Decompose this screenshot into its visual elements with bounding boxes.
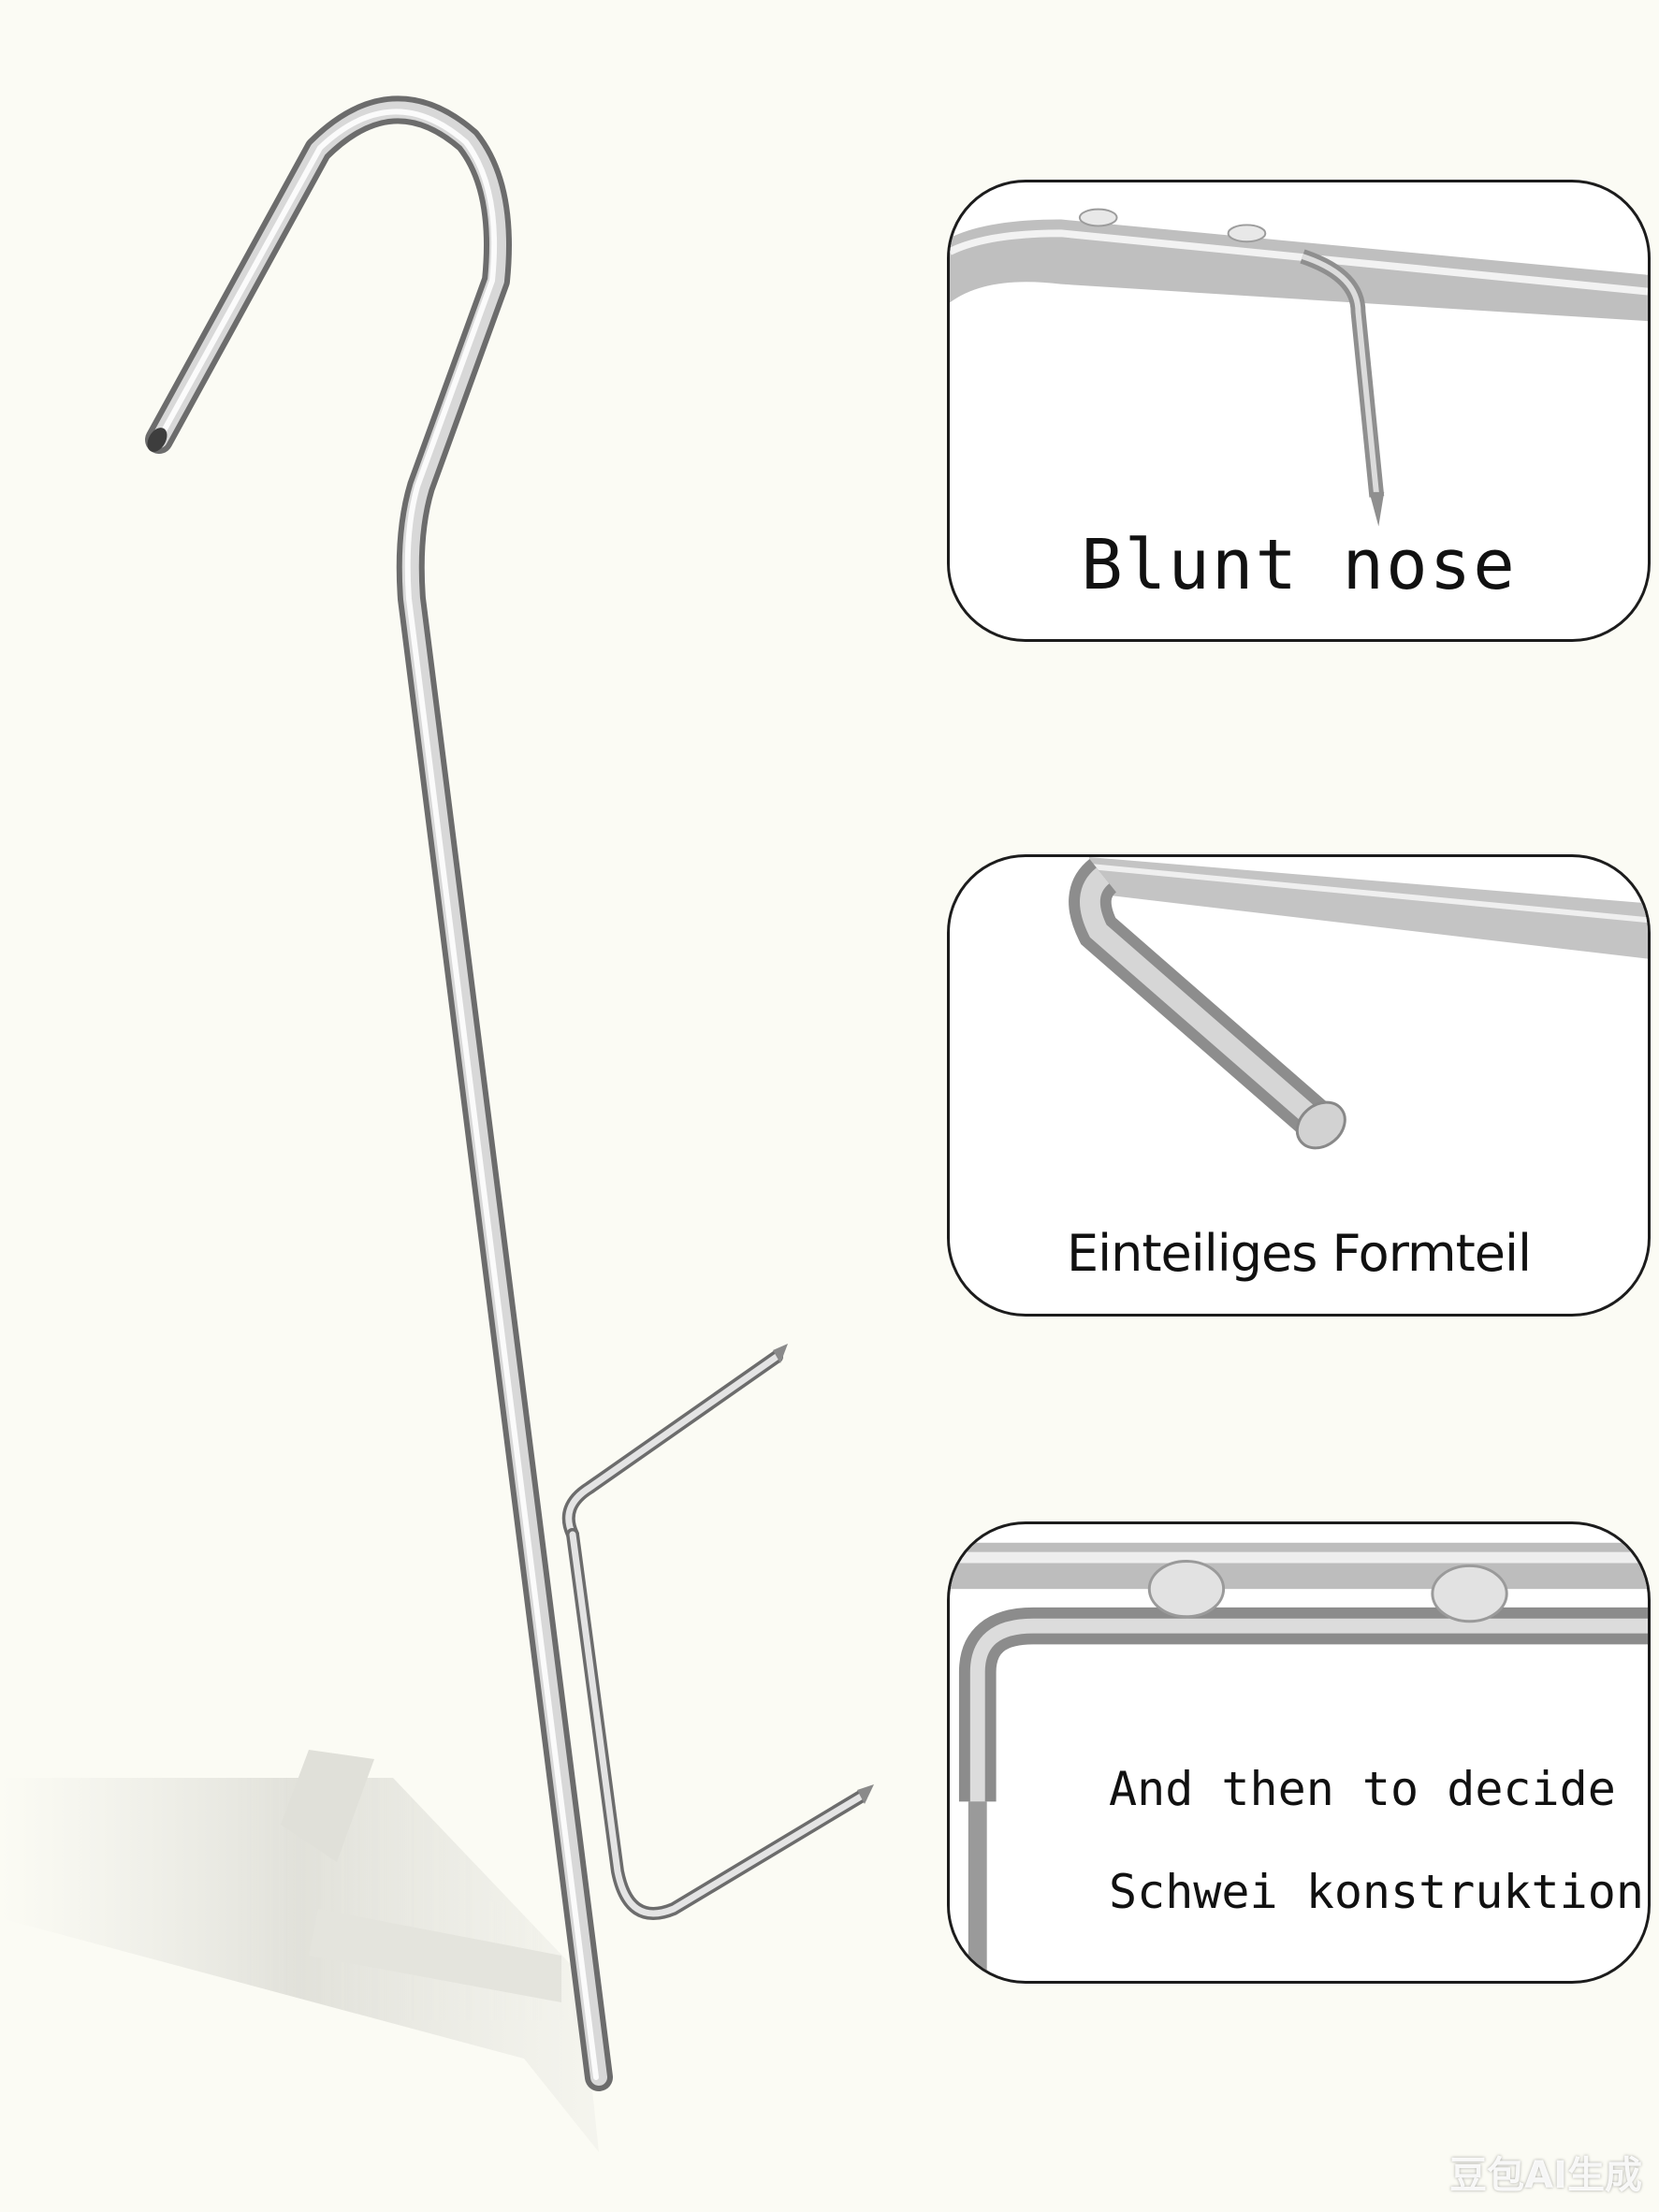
- watermark: 豆包AI生成: [1449, 2154, 1642, 2197]
- lower-prong: [566, 1528, 874, 1920]
- hook-shadow: [0, 1750, 599, 2152]
- one-piece-closeup: [1069, 857, 1648, 1150]
- caption-one-piece: Einteiliges Formteil: [1067, 1224, 1532, 1283]
- welded-closeup: [950, 1542, 1648, 1981]
- hook-body: [145, 95, 613, 2091]
- caption-blunt-nose: Blunt nose: [1081, 525, 1517, 605]
- caption-welded-line1: And then to decide: [1109, 1762, 1616, 1816]
- detail-panel-one-piece: Einteiliges Formteil: [947, 854, 1651, 1317]
- blunt-nose-closeup: [950, 208, 1648, 527]
- detail-panel-welded: And then to decide Schwei konstruktion: [947, 1521, 1651, 1984]
- caption-welded-line2: Schwei konstruktion: [1109, 1865, 1644, 1919]
- detail-panel-blunt-nose: Blunt nose: [947, 180, 1651, 642]
- upper-prong: [561, 1344, 788, 1541]
